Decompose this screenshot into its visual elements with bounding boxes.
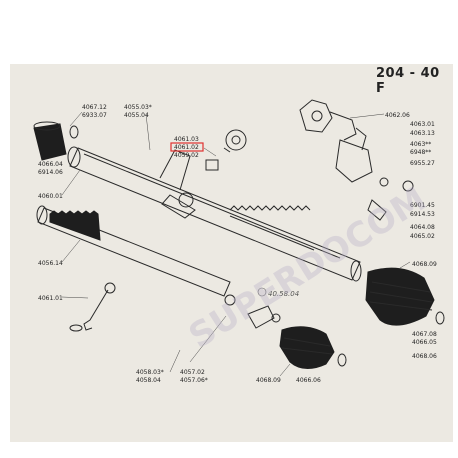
part-label: 4057.02 — [180, 369, 205, 376]
part-label: 4065.02 — [410, 233, 435, 240]
part-label: 4058.04 — [136, 377, 161, 384]
part-label: 4055.04 — [124, 112, 149, 119]
part-label: 6933.07 — [82, 112, 107, 119]
part-label: 4068.06 — [412, 353, 437, 360]
part-label: 4063.01 — [410, 121, 435, 128]
part-label: 4064.08 — [410, 224, 435, 231]
part-label: 6948** — [410, 149, 431, 156]
paper-background — [10, 64, 453, 442]
part-label: 4061.01 — [38, 295, 63, 302]
bellows-large — [365, 267, 445, 326]
part-label: 6914.06 — [38, 169, 63, 176]
part-label: 4055.03* — [124, 104, 152, 111]
part-label: 4067.08 — [412, 331, 437, 338]
part-label: 4058.03* — [136, 369, 164, 376]
highlight-box — [170, 142, 204, 152]
lower-bolt — [69, 282, 116, 332]
handwritten-note: 40.58.04 — [257, 287, 299, 298]
pinion-housing — [335, 127, 414, 221]
part-label: 4056.14 — [38, 260, 63, 267]
page-title: 204 - 40 F — [376, 66, 440, 96]
ball-joint — [224, 294, 281, 329]
part-label: 4068.09 — [256, 377, 281, 384]
part-label: 4068.09 — [412, 261, 437, 268]
rack-teeth — [229, 205, 315, 251]
part-labels: 4067.12 6933.07 4055.03* 4055.04 4061.03… — [38, 104, 437, 384]
part-label: 4060.01 — [38, 193, 63, 200]
part-label: 4067.12 — [82, 104, 107, 111]
small-fittings — [205, 129, 247, 171]
rack-housing — [67, 146, 362, 282]
part-label: 6914.53 — [410, 211, 435, 218]
part-label: 6901.45 — [410, 202, 435, 209]
svg-text:40.58.04: 40.58.04 — [268, 290, 299, 298]
part-label: 4063.13 — [410, 130, 435, 137]
leader-lines — [61, 111, 411, 377]
part-label: 4066.06 — [296, 377, 321, 384]
part-label: 4066.05 — [412, 339, 437, 346]
bellows-small — [279, 326, 347, 369]
part-label: 4059.02 — [174, 152, 199, 159]
part-label: 4062.06 — [385, 112, 410, 119]
part-label: 6955.27 — [410, 160, 435, 167]
part-label-highlighted: 4061.02 — [174, 144, 199, 151]
part-label: 4057.06* — [180, 377, 208, 384]
left-end-boot — [33, 121, 79, 161]
part-label: 4063** — [410, 141, 431, 148]
upper-mount-bracket — [299, 99, 357, 141]
tie-rod-assembly — [36, 205, 231, 297]
part-label: 4066.04 — [38, 161, 63, 168]
part-label: 4061.03 — [174, 136, 199, 143]
